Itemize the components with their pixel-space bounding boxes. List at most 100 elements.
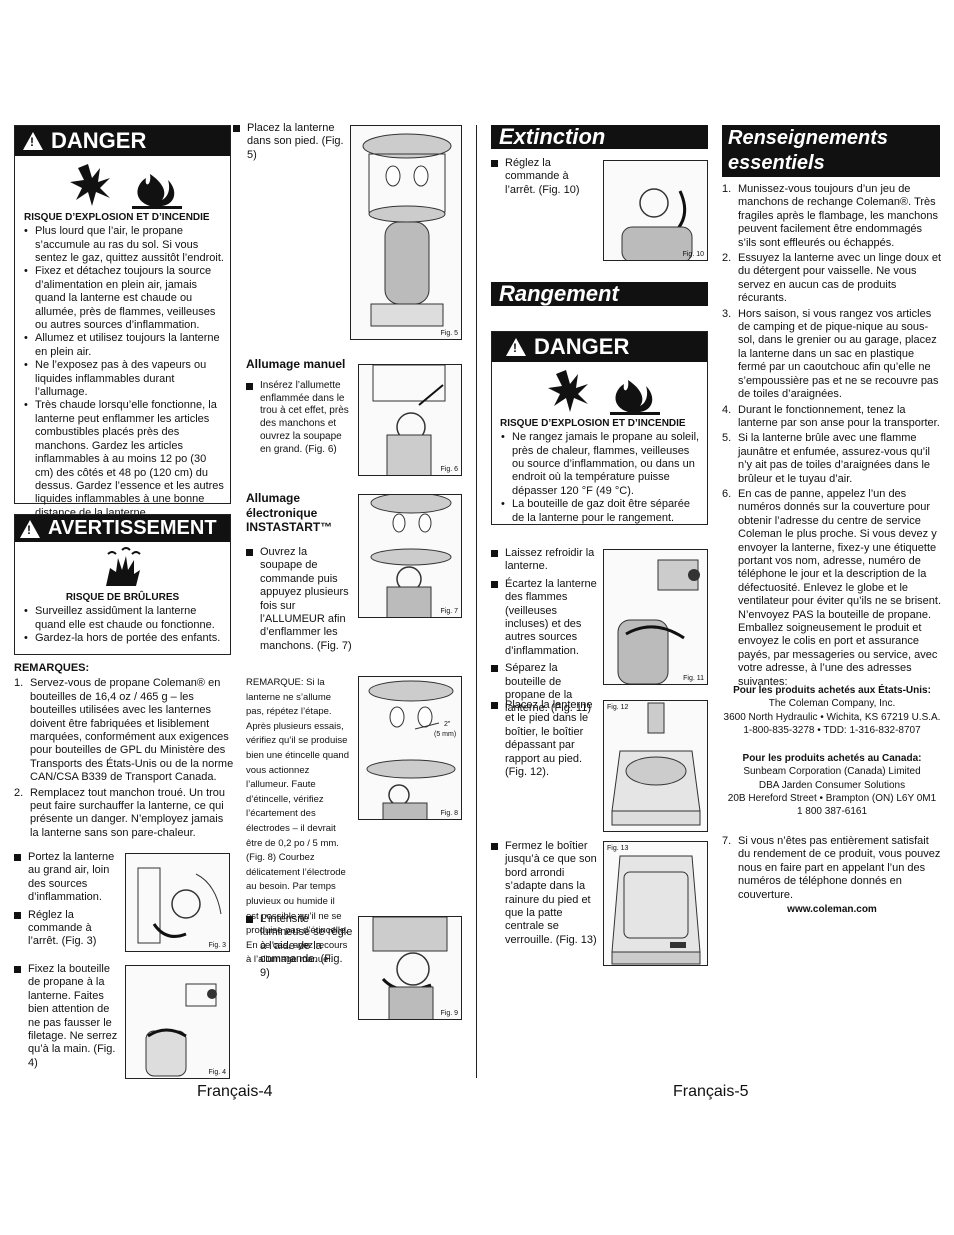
figure-caption: Fig. 9: [440, 1010, 458, 1017]
address-line: The Coleman Company, Inc.: [768, 698, 896, 710]
instastart-steps: Ouvrez la soupape de commande puis appuy…: [246, 546, 352, 657]
essentials-title: Renseignements essentiels: [728, 127, 889, 174]
list-item: La bouteille de gaz doit être séparée de…: [498, 498, 701, 525]
danger-title: DANGER: [51, 128, 147, 153]
list-item: 2.Essuyez la lanterne avec un linge doux…: [722, 252, 942, 305]
figure-caption: Fig. 12: [607, 704, 629, 711]
address-line: 1-800-835-3278 • TDD: 1-316-832-8707: [743, 724, 921, 736]
list-item: Écartez la lanterne des flammes (veilleu…: [491, 578, 601, 658]
risk-title: RISQUE D’EXPLOSION ET D’INCENDIE: [24, 212, 210, 223]
list-item: Ne rangez jamais le propane au soleil, p…: [498, 431, 701, 498]
figure-caption: Fig. 11: [683, 675, 704, 682]
figure-9: Fig. 9: [358, 916, 462, 1020]
list-item: Surveillez assidûment la lanterne quand …: [21, 605, 224, 632]
figure-10: Fig. 10: [603, 160, 708, 261]
list-item: Réglez la commande à l’arrêt. (Fig. 3): [14, 909, 124, 949]
remarks-list: 1.Servez-vous de propane Coleman® en bou…: [14, 677, 234, 840]
gap-label: 2": [444, 721, 451, 728]
list-item: Séparez la bouteille de propane de la la…: [491, 662, 601, 716]
manual-title: Allumage manuel: [246, 357, 346, 371]
figure-5: Fig. 5: [350, 125, 462, 340]
danger-header: DANGER: [15, 126, 230, 156]
figure-4: Fig. 4: [125, 965, 230, 1079]
explosion-fire-icon: [15, 156, 230, 212]
address-line: 1 800 387-6161: [796, 806, 868, 818]
danger-box-1: DANGER RISQUE D’EXPLOSION ET D’INCENDIE …: [14, 125, 231, 519]
extinction-header: Extinction: [491, 124, 708, 149]
steps-fig3: Portez la lanterne au grand air, loin de…: [14, 851, 124, 953]
instastart-title: Allumage électronique INSTASTART™: [246, 491, 333, 534]
list-item: Insérez l’allumette enflammée dans le tr…: [246, 380, 351, 456]
us-address: Pour les produits achetés aux États-Unis…: [722, 684, 942, 737]
figure-caption: Fig. 3: [208, 942, 226, 949]
page-number-right: Français-5: [673, 1083, 749, 1100]
remarks-section: REMARQUES: 1.Servez-vous de propane Cole…: [14, 662, 234, 842]
warning-header: AVERTISSEMENT: [15, 515, 230, 542]
figure-3: Fig. 3: [125, 853, 230, 952]
list-item: 1.Servez-vous de propane Coleman® en bou…: [14, 677, 234, 784]
list-item: Placez la lanterne et le pied dans le bo…: [491, 699, 599, 779]
address-line: Sunbeam Corporation (Canada) Limited: [743, 766, 921, 778]
danger-title: DANGER: [534, 334, 630, 359]
website-link[interactable]: www.coleman.com: [787, 904, 877, 916]
figure-7: Fig. 7: [358, 494, 462, 618]
address-line: 20B Hereford Street • Brampton (ON) L6Y …: [727, 792, 937, 804]
rangement-header: Rangement: [491, 281, 708, 306]
figure-caption: Fig. 8: [440, 810, 458, 817]
address-line: 3600 North Hydraulic • Wichita, KS 67219…: [723, 711, 941, 723]
gap-mm-label: (5 mm): [434, 731, 457, 738]
instastart-note: REMARQUE: Si la lanterne ne s’allume pas…: [246, 677, 350, 966]
list-item: Ouvrez la soupape de commande puis appuy…: [246, 546, 352, 653]
steps-fig5: Placez la lanterne dans son pied. (Fig. …: [233, 122, 348, 166]
list-item: 5.Si la lanterne brûle avec une flamme j…: [722, 432, 931, 485]
list-item: Fermez le boîtier jusqu’à ce que son bor…: [491, 840, 599, 947]
center-divider: [476, 125, 477, 1078]
warning-title: AVERTISSEMENT: [48, 517, 217, 539]
list-item: Placez la lanterne dans son pied. (Fig. …: [233, 122, 348, 162]
address-line: DBA Jarden Consumer Solutions: [758, 779, 906, 791]
essentials-list-7: 7.Si vous n’êtes pas entièrement satisfa…: [722, 835, 942, 902]
extinction-title: Extinction: [499, 124, 606, 149]
list-item: Portez la lanterne au grand air, loin de…: [14, 851, 124, 905]
warning-triangle-icon: [23, 132, 43, 150]
essentials-list: 1.Munissez-vous toujours d’un jeu de man…: [722, 183, 942, 689]
rangement-title: Rangement: [499, 281, 619, 306]
list-item: Ne l’exposez pas à des vapeurs ou liquid…: [21, 359, 224, 399]
list-item: Fixez la bouteille de propane à la lante…: [14, 963, 124, 1070]
figure-11: Fig. 11: [603, 549, 708, 685]
figure-caption: Fig. 13: [607, 845, 629, 852]
list-item: Réglez la commande à l’arrêt. (Fig. 10): [491, 157, 599, 197]
warning-triangle-icon: [506, 338, 526, 356]
risk-title: RISQUE D’EXPLOSION ET D’INCENDIE: [500, 418, 686, 429]
explosion-fire-icon: [492, 362, 707, 418]
list-item: Gardez-la hors de portée des enfants.: [21, 632, 224, 646]
list-item: 6.En cas de panne, appelez l’un des numé…: [722, 487, 941, 688]
warning-list: Surveillez assidûment la lanterne quand …: [15, 604, 230, 646]
extinction-steps: Réglez la commande à l’arrêt. (Fig. 10): [491, 157, 599, 201]
steps-fig4: Fixez la bouteille de propane à la lante…: [14, 963, 124, 1074]
list-item: Fixez et détachez toujours la source d’a…: [21, 265, 224, 332]
page-number-left: Français-4: [197, 1083, 273, 1100]
storage-steps-b: Placez la lanterne et le pied dans le bo…: [491, 699, 599, 783]
figure-caption: Fig. 10: [682, 251, 704, 258]
figure-caption: Fig. 6: [440, 466, 458, 473]
warning-box: AVERTISSEMENT RISQUE DE BRÛLURES Surveil…: [14, 514, 231, 655]
manual-steps: Insérez l’allumette enflammée dans le tr…: [246, 380, 351, 460]
risk-title: RISQUE DE BRÛLURES: [65, 592, 180, 603]
warning-triangle-icon: [20, 519, 40, 538]
figure-caption: Fig. 5: [440, 330, 458, 337]
danger-list: Plus lourd que l’air, le propane s’accum…: [15, 224, 230, 520]
list-item: L’intensité lumineuse se règle à l’aide …: [246, 913, 354, 980]
list-item: Allumez et utilisez toujours la lanterne…: [21, 332, 224, 359]
remarks-title: REMARQUES:: [14, 662, 90, 674]
essentials-section: 1.Munissez-vous toujours d’un jeu de man…: [722, 183, 942, 691]
figure-8: 2" (5 mm) Fig. 8: [358, 676, 462, 820]
danger-list: Ne rangez jamais le propane au soleil, p…: [492, 430, 707, 525]
ca-address-title: Pour les produits achetés au Canada:: [742, 753, 922, 764]
essentials-item-7: 7.Si vous n’êtes pas entièrement satisfa…: [722, 835, 942, 916]
list-item: 4.Durant le fonctionnement, tenez la lan…: [722, 403, 940, 429]
storage-steps-a: Laissez refroidir la lanterne. Écartez l…: [491, 547, 601, 720]
essentials-header: Renseignements essentiels: [722, 125, 940, 177]
list-item: 2.Remplacez tout manchon troué. Un trou …: [14, 786, 226, 839]
list-item: 1.Munissez-vous toujours d’un jeu de man…: [722, 183, 938, 249]
